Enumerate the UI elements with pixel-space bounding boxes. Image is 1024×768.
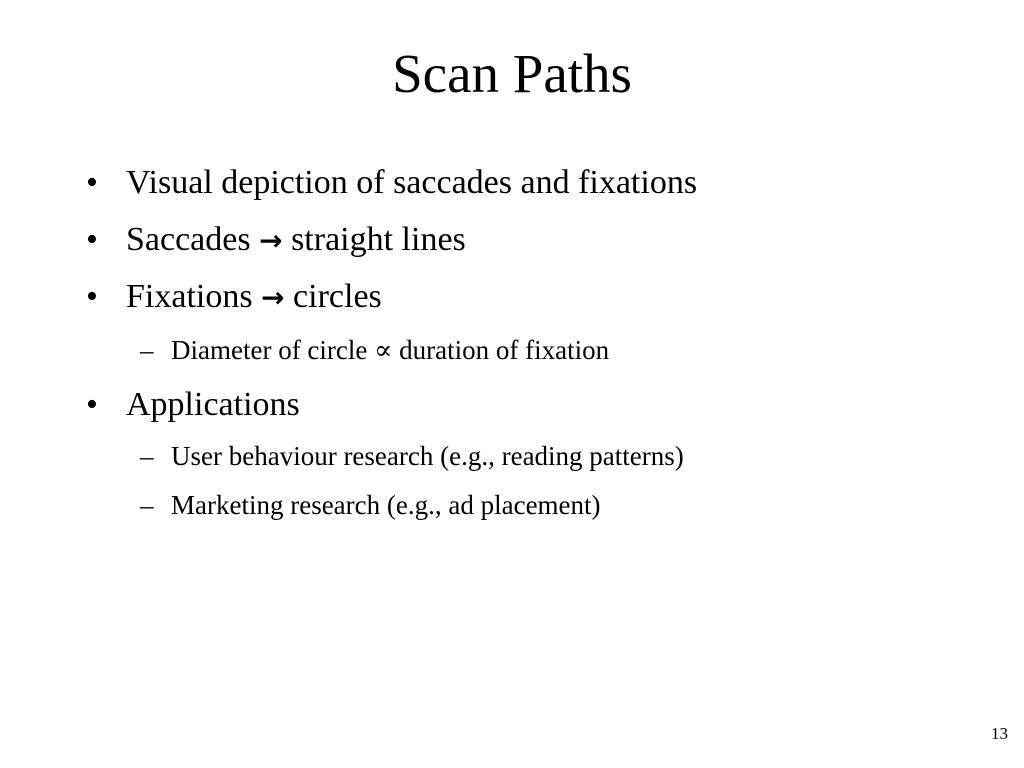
bullet-text: Saccades → straight lines — [126, 220, 466, 261]
bullet-marker: • — [86, 221, 98, 258]
dash-marker: – — [140, 441, 154, 471]
bullet-marker: • — [86, 386, 98, 423]
bullet-text: Fixations → circles — [126, 277, 382, 318]
bullet-text-post: circles — [293, 278, 382, 315]
right-arrow-icon: → — [259, 224, 283, 257]
sub-bullet-text-post: duration of fixation — [399, 335, 610, 365]
sub-bullet-text: Diameter of circle ∝ duration of fixatio… — [171, 334, 609, 366]
page-number: 13 — [991, 724, 1008, 743]
bullet-text-post: straight lines — [291, 221, 466, 258]
bullet-text: Applications — [126, 386, 300, 423]
bullet-text-pre: Saccades — [126, 221, 251, 258]
sub-bullet-text: User behaviour research (e.g., reading p… — [171, 441, 684, 471]
proportional-symbol: ∝ — [374, 335, 393, 365]
bullet-marker: • — [86, 164, 98, 201]
dash-marker: – — [140, 335, 154, 365]
bullet-marker: • — [86, 278, 98, 315]
sub-bullet-text: Marketing research (e.g., ad placement) — [171, 490, 601, 520]
bullet-text-pre: Fixations — [126, 278, 253, 315]
bullet-text: Visual depiction of saccades and fixatio… — [126, 164, 698, 201]
dash-marker: – — [140, 490, 154, 520]
slide-title: Scan Paths — [392, 43, 632, 104]
right-arrow-icon: → — [261, 281, 285, 314]
sub-bullet-text-pre: Diameter of circle — [171, 335, 368, 365]
